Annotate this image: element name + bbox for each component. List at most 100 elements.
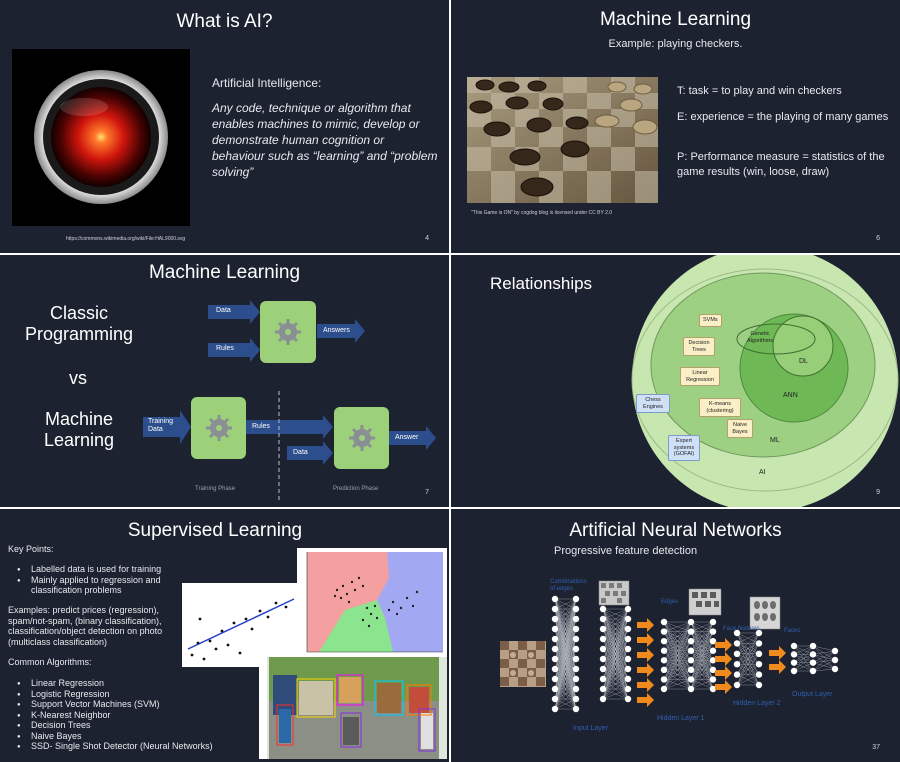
neuron-node: [809, 667, 817, 675]
neuron-node: [599, 645, 607, 653]
neuron-node: [624, 625, 632, 633]
slide-title: Supervised Learning: [127, 520, 303, 541]
classic-data-input: Data: [216, 307, 231, 314]
slide-number: 4: [425, 235, 429, 242]
slide-number: 9: [876, 489, 880, 496]
neuron-node: [572, 655, 580, 663]
slide-subtitle: Progressive feature detection: [554, 545, 698, 557]
classic-programming-label: Classic Programming: [24, 303, 134, 344]
neuron-node: [790, 667, 798, 675]
hal-9000-image: [12, 49, 190, 226]
neuron-node: [809, 642, 817, 650]
neuron-node: [687, 647, 695, 654]
face-features-label: Face features: [723, 626, 760, 632]
performance-text: P: Performance measure = statistics of t…: [677, 151, 885, 178]
neuron-node: [755, 629, 763, 637]
neuron-node: [551, 685, 559, 693]
neuron-node: [599, 625, 607, 633]
hidden-layer-2-label: Hidden Layer 2: [733, 700, 781, 707]
neuron-node: [572, 615, 580, 623]
photo-credit[interactable]: "This Game is ON" by cogdog blog is lice…: [471, 210, 613, 216]
neuron-node: [733, 671, 741, 678]
neuron-node: [709, 657, 717, 664]
neuron-node: [572, 665, 580, 673]
neuron-node: [687, 618, 695, 626]
list-item: Logistic Regression: [31, 689, 271, 700]
prediction-answer-output: Answer: [395, 434, 419, 441]
neuron-node: [660, 676, 668, 683]
kmeans-box: K-means (clustering): [699, 398, 741, 417]
neuron-node: [831, 647, 839, 655]
input-faces-image: [500, 641, 546, 687]
list-item: K-Nearest Neighbor: [31, 710, 271, 721]
neuron-node: [624, 695, 632, 703]
neuron-node: [624, 645, 632, 653]
list-item: Linear Regression: [31, 678, 271, 689]
slide-number: 37: [872, 744, 880, 751]
image-credit[interactable]: https://commons.wikimedia.org/wiki/File:…: [66, 236, 186, 242]
neuron-node: [624, 675, 632, 683]
neuron-node: [624, 635, 632, 643]
neuron-node: [551, 695, 559, 703]
neuron-node: [599, 605, 607, 613]
neuron-node: [709, 676, 717, 683]
input-layer-label: Input Layer: [573, 725, 609, 732]
neuron-node: [687, 685, 695, 693]
neuron-node: [687, 666, 695, 674]
neuron-node: [733, 661, 741, 668]
training-data-input: Training Data: [148, 418, 174, 433]
classification-plot: [297, 548, 447, 661]
neuron-node: [809, 651, 817, 658]
neuron-node: [599, 665, 607, 673]
neuron-node: [572, 695, 580, 703]
faces-label: Faces: [784, 628, 801, 634]
neuron-node: [660, 685, 668, 693]
slide-subtitle: Example: playing checkers.: [608, 38, 743, 50]
slide-classic-vs-ml: Machine Learning Classic Programming vs …: [0, 255, 449, 507]
experience-text: E: experience = the playing of many game…: [677, 111, 889, 123]
neuron-node: [551, 635, 559, 643]
slide-title: Machine Learning: [148, 262, 301, 283]
regression-plot: [182, 583, 304, 667]
algorithms-list: Linear Regression Logistic Regression Su…: [31, 678, 271, 752]
algorithms-label: Common Algorithms:: [8, 657, 92, 667]
neuron-node: [709, 637, 717, 645]
object-detection-photo: [259, 657, 447, 759]
neuron-node: [790, 642, 798, 650]
neuron-node: [551, 665, 559, 673]
neuron-node: [809, 659, 817, 666]
ml-ring-label: ML: [770, 437, 780, 444]
classic-answers-output: Answers: [323, 327, 350, 334]
neuron-node: [733, 681, 741, 689]
list-item: Decision Trees: [31, 720, 271, 731]
neuron-node: [831, 665, 839, 673]
neuron-node: [687, 637, 695, 645]
neuron-node: [572, 645, 580, 653]
neuron-node: [572, 685, 580, 693]
neural-network-diagram: [500, 580, 839, 713]
vs-label: vs: [69, 368, 87, 388]
slide-number: 7: [425, 489, 429, 496]
neuron-node: [551, 615, 559, 623]
neuron-node: [599, 635, 607, 643]
neuron-node: [790, 651, 798, 658]
chess-engines-box: Chess Engines: [636, 394, 670, 413]
neuron-node: [660, 628, 668, 635]
ai-ring-label: AI: [759, 469, 766, 476]
neuron-node: [755, 661, 763, 668]
slide-supervised-learning: Supervised Learning Key Points: Labelled…: [0, 509, 449, 762]
neuron-node: [551, 675, 559, 683]
slide-title: Artificial Neural Networks: [569, 520, 782, 541]
neuron-node: [709, 628, 717, 635]
neuron-node: [599, 695, 607, 703]
neuron-node: [572, 625, 580, 633]
slide-what-is-ai: What is AI? Arti: [0, 0, 449, 253]
svms-box: SVMs: [699, 314, 722, 327]
prediction-phase-label: Prediction Phase: [333, 486, 379, 492]
classic-rules-input: Rules: [216, 345, 234, 352]
neuron-node: [599, 615, 607, 623]
list-item: Labelled data is used for training: [31, 564, 191, 575]
neuron-node: [709, 685, 717, 693]
machine-learning-label: Machine Learning: [43, 409, 115, 450]
neuron-node: [551, 625, 559, 633]
